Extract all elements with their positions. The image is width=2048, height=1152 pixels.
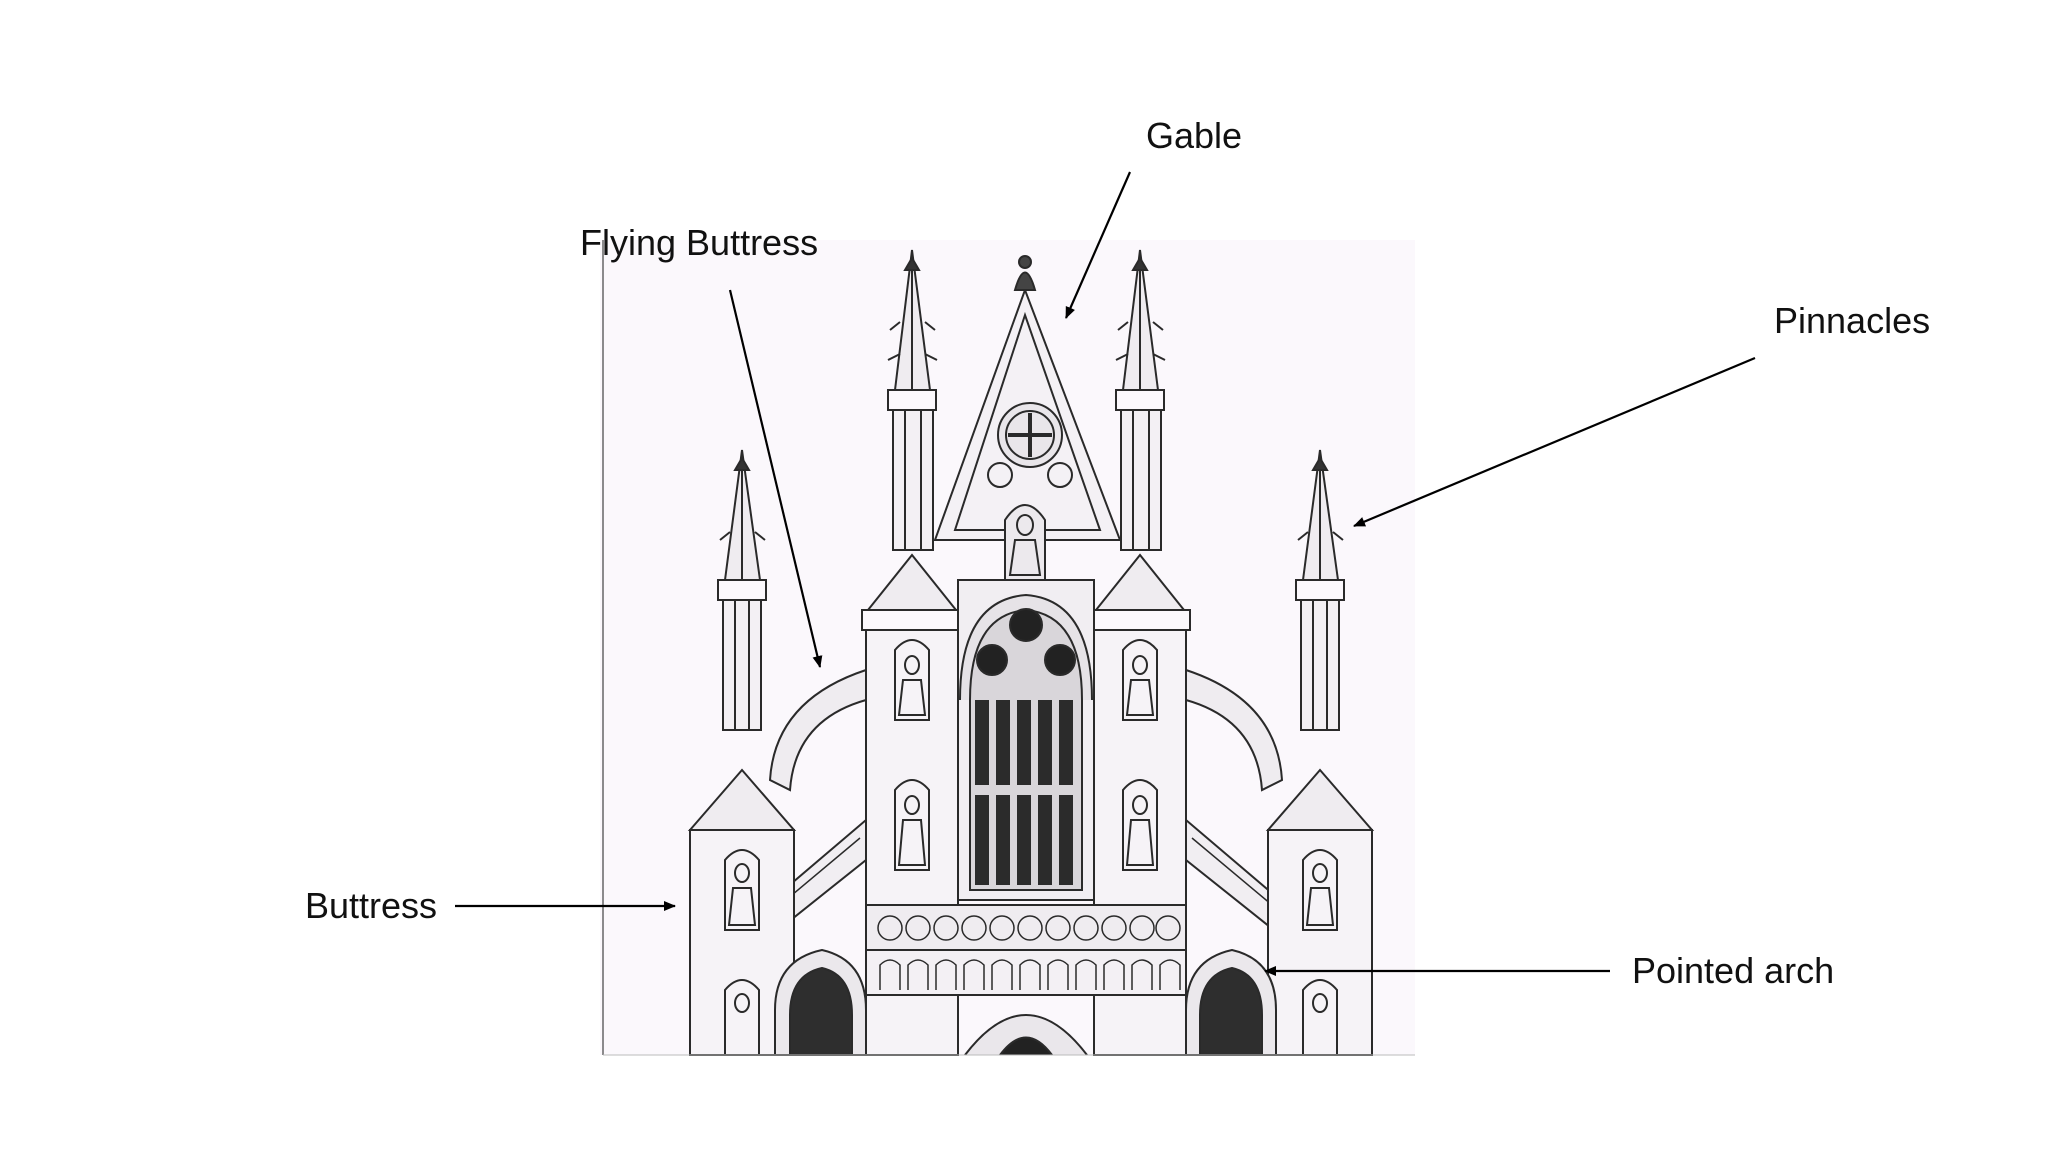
outer-right-pinnacle <box>1265 449 1375 1056</box>
inner-left-tower <box>861 249 963 631</box>
side-pointed-arch-left <box>774 948 867 1056</box>
pinnacles-arrow <box>1353 356 1756 528</box>
buttress-label: Buttress <box>305 885 438 926</box>
gable-arrow <box>1064 171 1132 319</box>
flying-buttress-arrow <box>728 289 823 668</box>
flying-buttress-label: Flying Buttress <box>580 222 819 263</box>
outer-left-pinnacle <box>687 449 797 1056</box>
pointed-arch-label: Pointed arch <box>1632 950 1835 991</box>
central-gable <box>933 255 1122 581</box>
pinnacles-label: Pinnacles <box>1774 300 1931 341</box>
side-pointed-arch-right <box>1185 948 1277 1056</box>
facade-body <box>865 579 1187 1056</box>
gable-label: Gable <box>1146 115 1243 156</box>
